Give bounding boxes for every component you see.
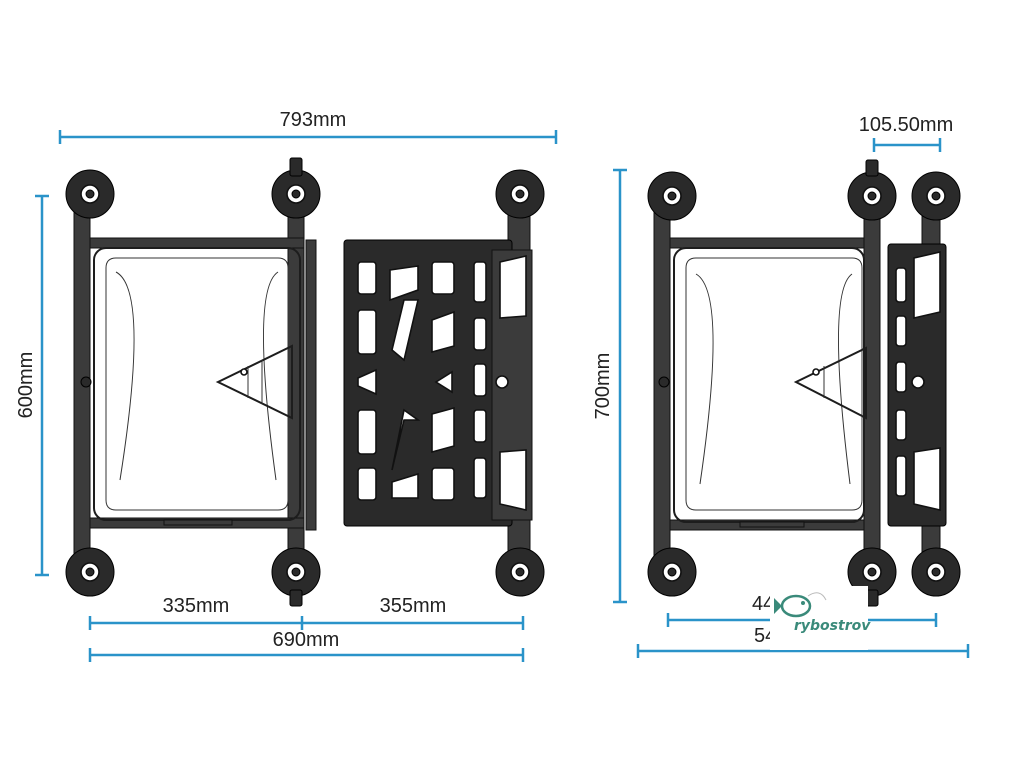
- bait-tray-right: [658, 247, 867, 528]
- leg-clamp-icon: [847, 159, 897, 221]
- left-view: 793mm 600mm 335mm 355mm 690mm: [15, 109, 558, 662]
- leg-clamps-left: [65, 157, 545, 607]
- dimension-label-600: 600mm: [15, 352, 37, 419]
- leg-clamp-icon: [271, 547, 321, 607]
- dimension-label-700: 700mm: [592, 353, 614, 420]
- dimension-label-105-50: 105.50mm: [859, 114, 954, 136]
- watermark-logo: rybostrov: [770, 586, 871, 650]
- side-plate-right: [887, 243, 947, 527]
- leg-clamp-icon: [495, 547, 545, 597]
- dimension-label-793: 793mm: [280, 109, 347, 131]
- dimension-left-left: 600mm: [15, 194, 49, 577]
- leg-clamp-icon: [647, 171, 697, 221]
- leg-clamp-icon: [271, 157, 321, 219]
- dimension-label-355: 355mm: [380, 595, 447, 617]
- fish-logo-icon: [774, 592, 827, 618]
- watermark-text: rybostrov: [794, 618, 871, 634]
- dimension-top-right: 105.50mm: [859, 114, 954, 152]
- dimension-bottom-left: 335mm 355mm 690mm: [88, 595, 525, 662]
- dimension-top-left: 793mm: [58, 109, 558, 144]
- leg-clamp-icon: [911, 171, 961, 221]
- dimension-label-335: 335mm: [163, 595, 230, 617]
- leg-clamps-right: [647, 159, 961, 607]
- leg-clamp-icon: [495, 169, 545, 219]
- dimension-label-690: 690mm: [273, 629, 340, 651]
- bait-tray: [80, 247, 301, 526]
- leg-clamp-icon: [911, 547, 961, 597]
- leg-clamp-icon: [65, 547, 115, 597]
- right-view: 105.50mm 700mm 44 54: [592, 114, 970, 658]
- dimension-left-right: 700mm: [592, 168, 627, 604]
- leg-clamp-icon: [647, 547, 697, 597]
- leg-clamp-icon: [65, 169, 115, 219]
- leg-clamp-icon: [847, 547, 897, 607]
- dimension-label-44-partial: 44: [752, 593, 774, 615]
- side-plate: [343, 239, 533, 527]
